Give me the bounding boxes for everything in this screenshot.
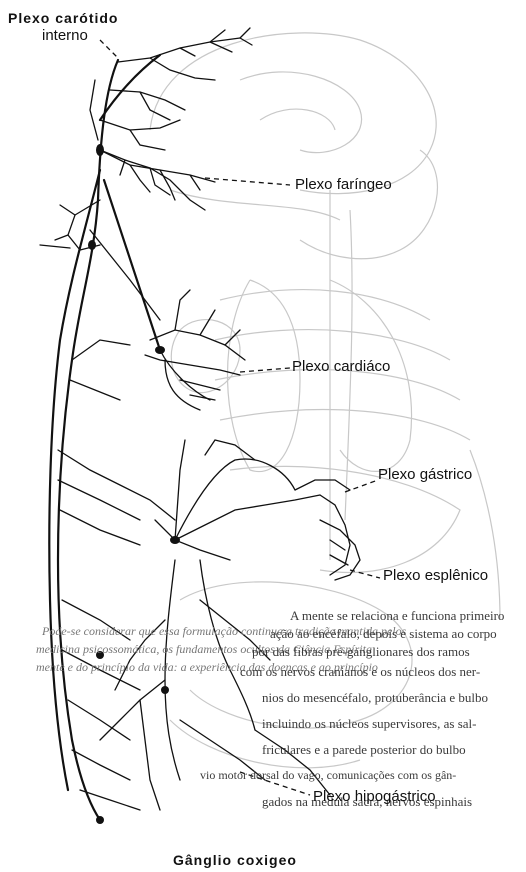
brain-inner-curve (240, 72, 362, 153)
ribs-4 (220, 410, 470, 440)
brain-outline (150, 33, 436, 194)
gastric-branches (58, 440, 350, 575)
overlay-text-line: ação ao encéfalo, depois e sistema ao co… (270, 626, 497, 642)
sympathetic-chain (49, 55, 160, 820)
main-trunk (58, 60, 118, 820)
ribs-2 (215, 330, 450, 360)
leader-carotid (100, 40, 118, 58)
label-pharyngeal-plexus: Plexo faríngeo (295, 176, 392, 193)
label-cardiac-plexus: Plexo cardiáco (292, 358, 390, 375)
label-splenic-plexus: Plexo esplênico (383, 567, 488, 584)
ribs-1 (220, 290, 430, 320)
label-hypogastric-plexus: Plexo hipogástrico (313, 788, 436, 805)
overlay-text-line: vio motor dorsal do vago, comunicações c… (200, 768, 456, 783)
overlay-text-line: por das fibras pré-ganglionares dos ramo… (252, 644, 470, 660)
pharyngeal-branches (40, 150, 215, 320)
leader-pharyngeal (205, 178, 290, 185)
overlay-text-line: friculares e a parede posterior do bulbo (262, 742, 466, 758)
inner-trunk (104, 180, 160, 350)
label-carotid-plexus-line2: interno (42, 27, 88, 44)
overlay-text-line: com os nervos cranianos e os núcleos dos… (240, 664, 480, 680)
ganglion-node (88, 240, 96, 250)
outer-trunk (49, 170, 100, 790)
vessel-right (470, 450, 500, 620)
ganglion-node (170, 536, 180, 544)
label-carotid-plexus: Plexo carótido (8, 10, 118, 26)
brain-fold (260, 109, 335, 130)
label-gastric-plexus: Plexo gástrico (378, 466, 472, 483)
skull-base (170, 190, 340, 220)
label-leaders (100, 40, 380, 795)
heart-outline (171, 320, 240, 393)
face-profile (300, 150, 437, 259)
label-coccygeal-ganglion: Gânglio coxigeo (173, 852, 297, 868)
ganglion-nodes (88, 144, 180, 824)
overlay-text-line: nios do mesencéfalo, protuberância e bul… (262, 690, 488, 706)
carotid-branches (90, 28, 252, 210)
overlay-text-line: A mente se relaciona e funciona primeiro (290, 608, 504, 624)
overlay-text-line: incluindo os núcleos supervisores, as sa… (262, 716, 476, 732)
ganglion-node (161, 686, 169, 694)
ganglion-node (155, 346, 165, 354)
lung-left (330, 280, 412, 471)
ganglion-node (96, 144, 104, 156)
ganglion-node (96, 816, 104, 824)
